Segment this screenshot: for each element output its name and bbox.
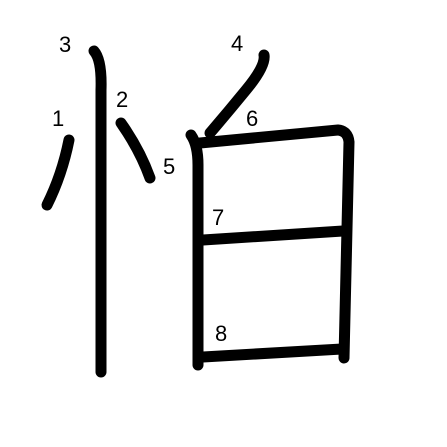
stroke-2	[115, 117, 156, 184]
stroke-7	[197, 225, 349, 246]
stroke-number-1: 1	[52, 106, 64, 131]
stroke-number-4: 4	[231, 31, 243, 56]
stroke-1	[41, 134, 75, 211]
stroke-4	[204, 49, 270, 139]
stroke-5	[185, 129, 204, 371]
stroke-6	[194, 124, 355, 364]
stroke-number-8: 8	[215, 321, 227, 346]
stroke-number-6: 6	[246, 106, 258, 131]
stroke-number-7: 7	[212, 205, 224, 230]
stroke-number-5: 5	[163, 154, 175, 179]
stroke-number-3: 3	[59, 32, 71, 57]
stroke-number-2: 2	[116, 87, 128, 112]
stroke-8	[197, 343, 348, 363]
stroke-3	[88, 45, 107, 378]
